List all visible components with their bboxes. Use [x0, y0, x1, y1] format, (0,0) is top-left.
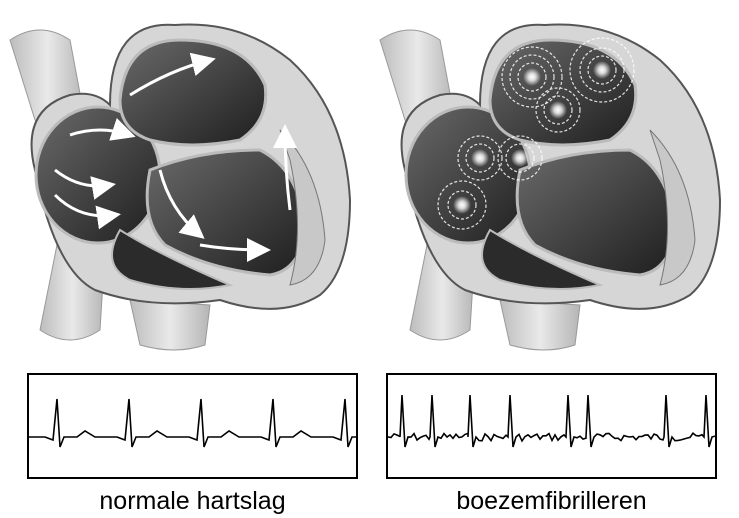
ecg-afib-box: [386, 373, 717, 479]
impulse-focus: [523, 68, 541, 86]
impulse-focus: [471, 149, 489, 167]
normal-heart-illustration: [0, 0, 369, 360]
normal-heart-panel: [0, 0, 369, 360]
impulse-focus: [593, 61, 611, 79]
caption-normal: normale hartslag: [27, 487, 358, 516]
afib-heart-panel: [370, 0, 739, 360]
afib-heart-illustration: [370, 0, 739, 360]
ecg-afib-trace: [388, 375, 715, 477]
ecg-normal-trace: [29, 375, 356, 477]
impulse-focus: [453, 196, 471, 214]
impulse-focus: [549, 101, 567, 119]
caption-afib: boezemfibrilleren: [386, 487, 717, 516]
aorta-descending: [500, 300, 580, 350]
ecg-normal-box: [27, 373, 358, 479]
aorta-descending: [130, 300, 210, 350]
impulse-focus: [511, 149, 529, 167]
